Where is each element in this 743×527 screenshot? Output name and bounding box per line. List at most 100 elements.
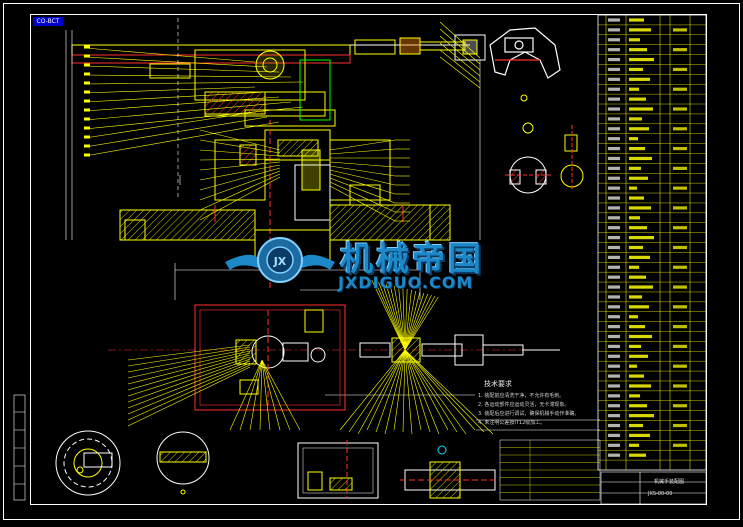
watermark-logo-text: JX: [273, 255, 287, 268]
bom-cell-mark: [629, 423, 643, 428]
leader-line: [329, 139, 396, 151]
bom-cell-mark: [608, 97, 620, 101]
leader-line: [84, 65, 280, 73]
bom-cell-mark: [608, 334, 620, 339]
tech-note-line: 3. 装配后应进行调试，确保机械手动作准确。: [478, 411, 580, 417]
leader-line: [404, 349, 485, 433]
leader-line: [84, 74, 292, 78]
bom-cell-mark: [629, 18, 644, 22]
base-plate: [119, 204, 451, 261]
bottom-box-detail: [297, 440, 379, 499]
leader-line: [229, 359, 263, 431]
leader-lines-lower: [127, 344, 301, 431]
bom-cell-mark: [608, 305, 620, 309]
leader-line: [84, 116, 268, 148]
leader-line: [439, 28, 481, 65]
bom-cell-mark: [629, 285, 653, 289]
bom-cell-mark: [673, 384, 687, 388]
lower-leader-fan: [339, 279, 494, 435]
leader-line: [199, 158, 281, 161]
bom-cell-mark: [629, 38, 640, 42]
bom-cell-mark: [673, 107, 687, 111]
bom-cell-mark: [608, 137, 620, 141]
bom-cell-mark: [629, 87, 639, 91]
bom-cell-mark: [673, 245, 687, 250]
left-mini-table: [499, 439, 601, 501]
bom-cell-mark: [629, 384, 651, 388]
bom-cell-mark: [673, 146, 687, 151]
leader-line: [199, 164, 281, 181]
leader-line: [199, 139, 281, 154]
leader-line: [127, 352, 251, 385]
inner-border: [30, 14, 707, 505]
bom-cell-mark: [608, 48, 620, 52]
bom-cell-mark: [608, 166, 620, 170]
bom-cell-mark: [629, 394, 640, 398]
leader-line: [366, 349, 406, 431]
leader-line: [404, 295, 436, 351]
bom-cell-mark: [608, 28, 620, 32]
leader-line: [329, 177, 396, 204]
leader-line: [84, 91, 268, 103]
part-number-mark: [84, 126, 90, 130]
bom-cell-mark: [608, 453, 620, 457]
leader-line: [357, 349, 406, 435]
part-number-mark: [84, 135, 90, 139]
leader-line: [127, 366, 251, 427]
leader-line: [402, 349, 406, 433]
part-number-mark: [84, 63, 90, 67]
leader-line: [404, 296, 439, 351]
leader-line: [329, 181, 396, 213]
bom-cell-mark: [629, 295, 642, 299]
leader-line: [329, 148, 396, 155]
leader-line: [127, 358, 251, 403]
tech-note-line: 2. 各运动部件应运动灵活，无卡滞现象。: [478, 402, 570, 408]
leader-line: [339, 349, 406, 431]
leader-line: [84, 96, 280, 112]
bom-cell-mark: [629, 166, 641, 170]
bom-cell-mark: [608, 423, 620, 428]
leader-line: [261, 359, 271, 431]
bom-cell-mark: [608, 236, 620, 240]
leader-line: [371, 279, 406, 351]
title-block: [600, 471, 707, 505]
watermark-chinese: 机械帝国: [340, 239, 484, 278]
leader-line: [259, 359, 263, 431]
bom-cell-mark: [608, 384, 620, 388]
bom-cell-mark: [629, 176, 648, 180]
part-number-mark: [84, 45, 90, 49]
bom-cell-mark: [629, 453, 646, 457]
bom-cell-mark: [608, 156, 620, 161]
leader-line: [404, 349, 476, 431]
leader-line: [439, 21, 481, 59]
bom-cell-mark: [629, 67, 643, 72]
bom-cell-mark: [629, 443, 639, 447]
bom-cell-mark: [629, 255, 650, 259]
bom-cell-mark: [673, 344, 687, 349]
bom-cell-mark: [629, 196, 644, 200]
bom-cell-mark: [673, 226, 687, 230]
bom-cell-mark: [608, 196, 620, 200]
leader-line: [404, 349, 449, 431]
leader-line: [329, 185, 396, 222]
bom-cell-mark: [673, 186, 687, 190]
leader-line: [199, 167, 281, 191]
tech-note-line: 4. 未注明公差按IT12级加工。: [478, 420, 546, 426]
leader-line: [404, 288, 408, 351]
leader-line: [384, 349, 406, 435]
bom-cell-mark: [608, 146, 620, 151]
leader-line: [404, 293, 429, 351]
bom-cell-mark: [608, 285, 620, 289]
bom-cell-mark: [608, 404, 620, 408]
leader-line: [393, 349, 406, 431]
bom-cell-mark: [629, 334, 652, 339]
leader-lines-top: [84, 45, 304, 221]
bom-cell-mark: [629, 48, 647, 52]
leader-line: [127, 362, 251, 415]
bom-cell-mark: [608, 107, 620, 111]
leader-line: [239, 359, 263, 431]
leader-line: [127, 350, 251, 379]
bom-cell-mark: [629, 344, 641, 349]
